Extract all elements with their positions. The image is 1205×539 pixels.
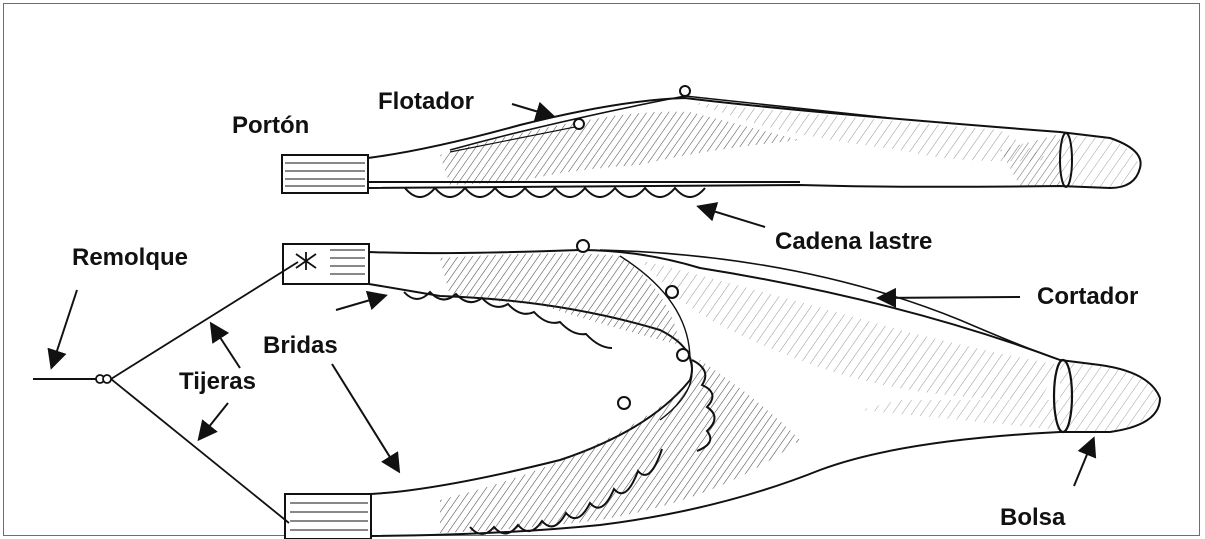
label-remolque: Remolque: [72, 244, 188, 272]
arrow-bridas-down: [332, 364, 398, 470]
label-flotador: Flotador: [378, 88, 474, 116]
bottom-net-plan-view: [283, 240, 1160, 539]
arrow-tijeras-up: [212, 325, 240, 368]
label-porton: Portón: [232, 112, 309, 140]
arrow-bolsa: [1074, 440, 1093, 486]
top-ballast-chain: [405, 188, 705, 197]
top-float-2: [574, 119, 584, 129]
label-tijeras: Tijeras: [179, 368, 256, 396]
arrow-tijeras-down: [200, 403, 228, 438]
bottom-float-4: [618, 397, 630, 409]
bottom-float-1: [577, 240, 589, 252]
label-bolsa: Bolsa: [1000, 504, 1065, 532]
bottom-float-2: [666, 286, 678, 298]
arrow-remolque: [52, 290, 77, 366]
top-door-porton: [282, 155, 368, 193]
label-cortador: Cortador: [1037, 283, 1138, 311]
upper-bridle: [111, 262, 298, 379]
arrow-cadena-lastre: [700, 207, 765, 227]
lower-door: [285, 494, 371, 539]
bottom-float-3: [677, 349, 689, 361]
top-float-1: [680, 86, 690, 96]
lower-bridle: [111, 379, 289, 523]
arrow-flotador: [512, 104, 552, 116]
label-bridas: Bridas: [263, 332, 338, 360]
arrow-bridas-up: [336, 296, 384, 310]
arrow-cortador: [880, 297, 1020, 298]
label-cadena-lastre: Cadena lastre: [775, 228, 932, 256]
